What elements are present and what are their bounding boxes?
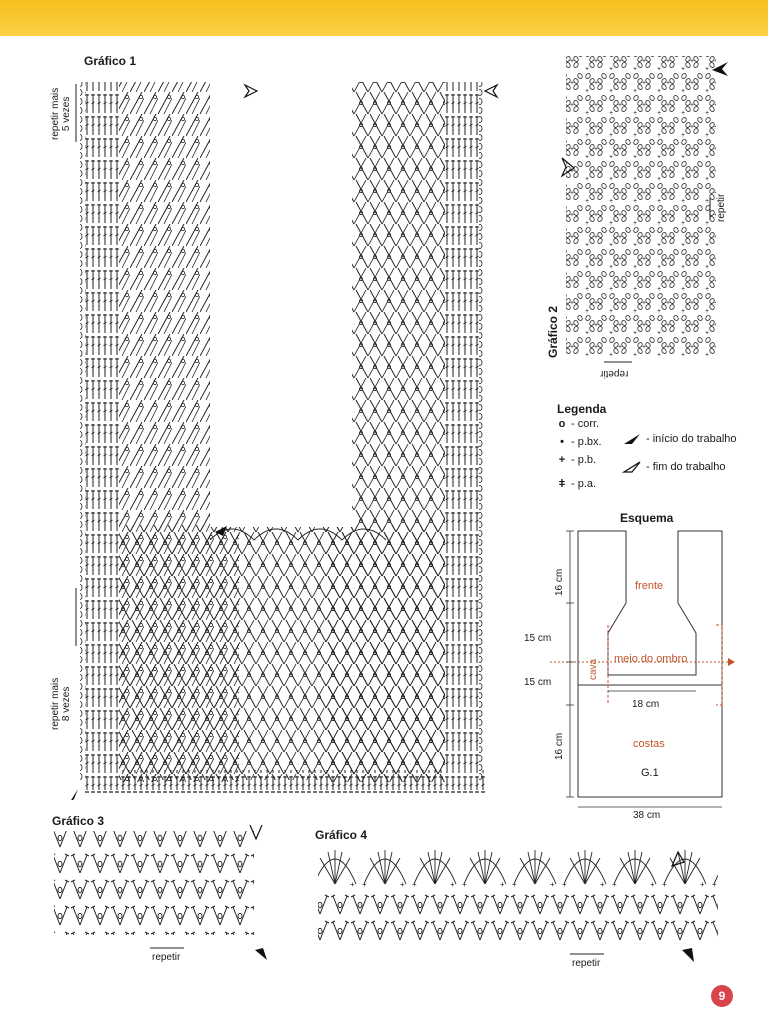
start-arrow-icon <box>71 789 78 800</box>
legend-item-slip: • - p.bx. <box>557 436 602 448</box>
legend-label-chain: - corr. <box>571 418 600 430</box>
grafico-4-title: Gráfico 4 <box>315 828 368 842</box>
legend-item-dc: ǂ - p.a. <box>557 478 596 490</box>
legend-item-chain: o - corr. <box>557 418 600 430</box>
g2-end-arrow-icon <box>560 157 576 178</box>
dim-18cm: 18 cm <box>632 699 660 710</box>
g2-start-arrow-icon <box>712 62 728 76</box>
dim-16cm-top: 16 cm <box>554 568 565 596</box>
grafico-3-chart <box>54 825 267 960</box>
grafico-1-chart <box>71 82 499 800</box>
schema-diagram <box>550 530 735 808</box>
legend-label-sc: - p.b. <box>571 454 597 466</box>
schema-back-label: costas <box>633 738 665 750</box>
single-crochet-icon: + <box>558 454 566 466</box>
g3-repeat-label: repetir <box>152 952 181 963</box>
start-work-icon <box>624 434 640 444</box>
legend-item-sc: + - p.b. <box>557 454 596 466</box>
grafico-2-title: Gráfico 2 <box>546 305 560 358</box>
top-color-band <box>0 0 768 36</box>
chain-icon: o <box>558 418 566 430</box>
schema-shoulder-label: meio do ombro <box>614 653 688 665</box>
legend-title: Legenda <box>557 402 607 416</box>
g4-start-arrow-icon <box>682 948 694 962</box>
g3-start-arrow-icon <box>255 948 267 960</box>
legend-start-label: - início do trabalho <box>646 433 737 445</box>
end-work-icon <box>622 461 641 473</box>
legend-label-dc: - p.a. <box>571 478 597 490</box>
dim-38cm: 38 cm <box>633 810 661 821</box>
legend-label-slip: - p.bx. <box>571 436 602 448</box>
double-crochet-icon: ǂ <box>558 478 566 490</box>
legend-end: - fim do trabalho <box>622 460 725 474</box>
g2-repeat-bottom: repetir <box>600 368 629 379</box>
dim-15cm-b: 15 cm <box>524 677 552 688</box>
page-number-badge: 9 <box>711 985 733 1007</box>
schema-armhole-label: cava <box>588 658 599 680</box>
g3-end-arrow-icon <box>249 825 263 841</box>
g2-repeat-side: repetir <box>716 193 727 222</box>
grafico-4-chart: + + <box>318 844 718 962</box>
legend-start: - início do trabalho <box>622 432 737 446</box>
dim-15cm-a: 15 cm <box>524 633 552 644</box>
dim-16cm-bottom: 16 cm <box>554 732 565 760</box>
grafico-2-chart: + + <box>560 56 728 363</box>
schema-ref-label: G.1 <box>641 767 659 779</box>
legend-end-label: - fim do trabalho <box>646 461 726 473</box>
g4-repeat-label: repetir <box>572 958 601 969</box>
g4-end-arrow-icon <box>670 850 685 867</box>
schema-front-label: frente <box>635 580 664 592</box>
grafico-3-title: Gráfico 3 <box>52 814 105 828</box>
slip-stitch-icon: • <box>560 436 564 448</box>
end-arrow-icon <box>243 83 259 99</box>
grafico-1-title: Gráfico 1 <box>84 54 137 68</box>
schema-title: Esquema <box>620 511 674 525</box>
